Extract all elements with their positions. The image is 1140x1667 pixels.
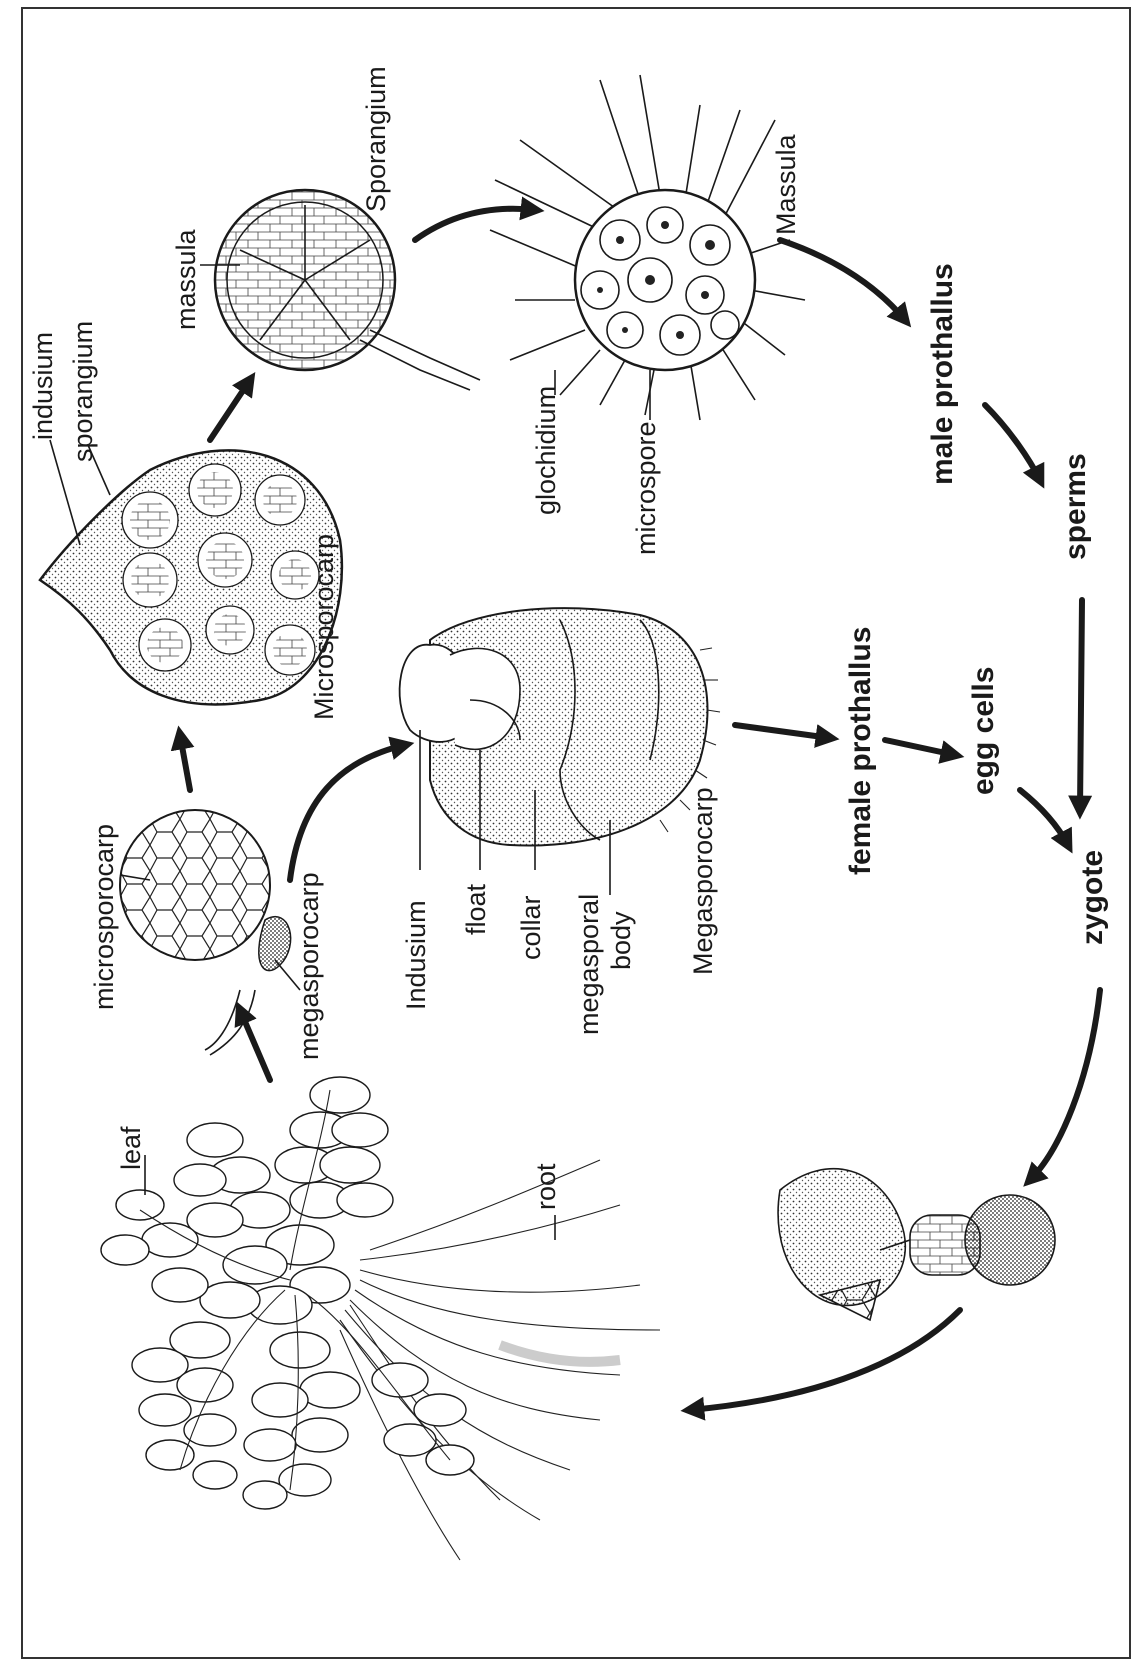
arrow-male-prothallus-to-sperms [985,405,1040,480]
sperms-label: sperms [1059,453,1092,560]
massula-illustration [490,75,805,420]
arrow-massula-to-male-prothallus [780,240,905,320]
massula-label: massula [171,228,201,330]
glochidium-label: glochidium [531,386,561,515]
microsporocarp-caption: Microsporocarp [309,534,339,720]
indusium-top-label: indusium [28,332,58,440]
arrow-egg-cells-to-zygote [1020,790,1068,845]
megasporocarp-illustration [400,608,720,845]
microsporocarp-section-illustration [40,450,342,704]
sporangium-caption: Sporangium [361,66,391,212]
arrow-plant-to-sporocarps [240,1010,270,1080]
zygote-label: zygote [1076,850,1109,945]
arrow-sporeling-to-plant [690,1310,960,1410]
arrow-female-prothallus-to-egg-cells [885,740,955,755]
float-label: float [461,883,491,935]
microspore-label: microspore [631,421,661,555]
azolla-plant-illustration [101,1077,660,1560]
megasporal-body-label-line2: body [606,911,636,970]
egg-cells-label: egg cells [967,667,1000,795]
arrow-sporocarps-to-megasporocarp [290,745,405,880]
female-prothallus-label: female prothallus [844,627,877,875]
root-label: root [531,1163,561,1210]
collar-label: collar [516,895,546,960]
arrow-sporocarps-to-microsporocarp [180,735,190,790]
megasporocarp-label: megasporocarp [294,872,324,1060]
megasporocarp-caption: Megasporocarp [688,787,718,975]
leaf-label: leaf [116,1126,146,1170]
sporangium-section-illustration [215,190,480,390]
sporeling-illustration [778,1169,1055,1320]
arrow-zygote-to-sporeling [1030,990,1100,1180]
megasporal-body-label-line1: megasporal [574,894,604,1035]
microsporocarp-label: microsporocarp [89,824,119,1010]
sporangium-top-label: sporangium [68,321,98,462]
indusium-label: Indusium [401,900,431,1010]
male-prothallus-label: male prothallus [926,263,959,485]
massula-caption: Massula [771,133,801,235]
arrow-microsporocarp-to-sporangium [210,380,250,440]
arrow-sporangium-to-massula [415,209,535,240]
arrow-sperms-to-zygote [1080,600,1082,810]
sporocarp-cluster-illustration [120,810,291,1055]
arrow-megasporocarp-to-female-prothallus [735,725,830,738]
